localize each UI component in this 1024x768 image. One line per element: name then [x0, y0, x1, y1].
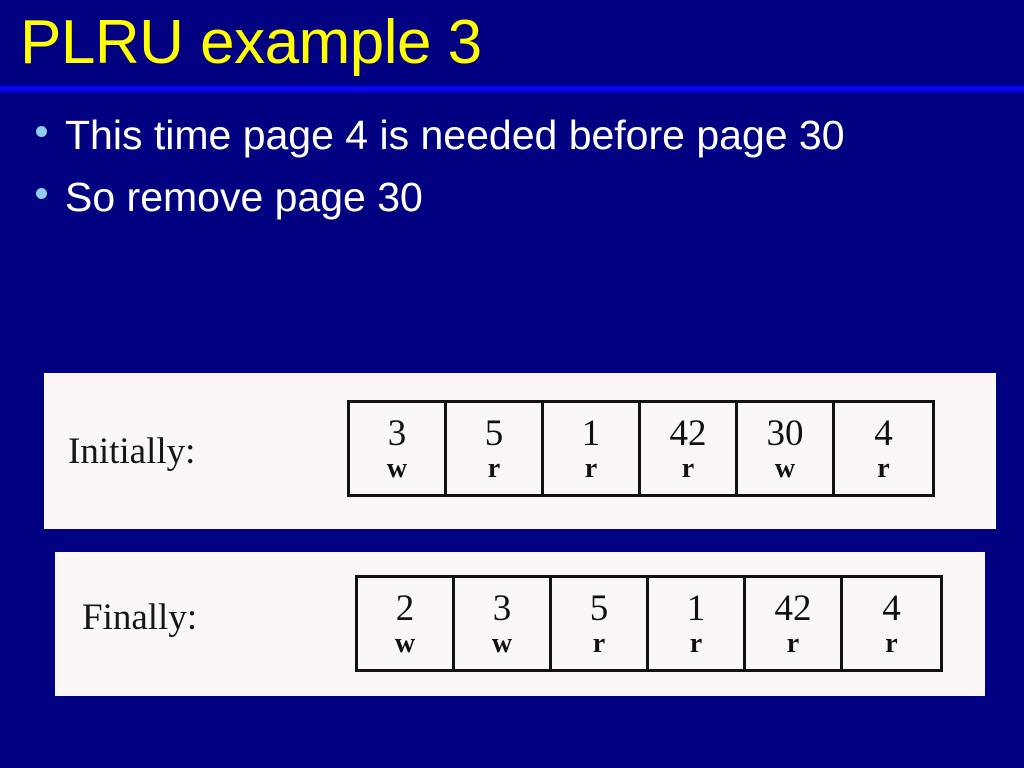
initially-label: Initially: — [68, 431, 196, 472]
cache-cell-page: 1 — [581, 413, 601, 454]
cache-cell: 4 r — [843, 578, 940, 669]
bullet-dot-icon — [36, 188, 47, 199]
cache-cell: 5 r — [552, 578, 649, 669]
cache-cell-flag: w — [491, 628, 513, 659]
finally-panel: Finally: 2 w 3 w 5 r 1 r 42 r — [55, 552, 985, 696]
cache-cell-flag: r — [487, 453, 501, 484]
cache-cell: 42 r — [641, 403, 738, 494]
cache-cell: 2 w — [358, 578, 455, 669]
cache-cell-flag: r — [592, 628, 606, 659]
cache-cell: 30 w — [738, 403, 835, 494]
cache-cell: 1 r — [544, 403, 641, 494]
bullet-item-label: This time page 4 is needed before page 3… — [65, 112, 845, 158]
cache-cell: 42 r — [746, 578, 843, 669]
list-item: So remove page 30 — [36, 166, 986, 228]
cache-cell: 4 r — [835, 403, 932, 494]
cache-cell-page: 4 — [874, 413, 893, 454]
cache-cell: 3 w — [455, 578, 552, 669]
cache-cell: 1 r — [649, 578, 746, 669]
cache-cell-page: 30 — [766, 413, 804, 454]
bullet-list: This time page 4 is needed before page 3… — [36, 104, 986, 228]
cache-cell-flag: r — [786, 628, 800, 659]
cache-cell-flag: r — [681, 453, 695, 484]
cache-cell-page: 42 — [774, 588, 812, 629]
finally-label: Finally: — [82, 597, 198, 638]
list-item: This time page 4 is needed before page 3… — [36, 104, 986, 166]
cache-cell-page: 5 — [484, 413, 504, 454]
cache-cell-flag: r — [584, 453, 598, 484]
cache-cell-page: 1 — [686, 588, 706, 629]
cache-cell-flag: r — [689, 628, 703, 659]
initially-cache-table: 3 w 5 r 1 r 42 r 30 w 4 r — [347, 400, 935, 497]
cache-cell-flag: w — [386, 453, 408, 484]
cache-cell-page: 3 — [387, 413, 407, 454]
cache-cell-flag: r — [877, 453, 890, 484]
finally-cache-table: 2 w 3 w 5 r 1 r 42 r 4 r — [355, 575, 943, 672]
cache-cell-flag: w — [774, 453, 796, 484]
cache-cell: 5 r — [447, 403, 544, 494]
title-divider — [0, 85, 1024, 93]
cache-cell-page: 4 — [882, 588, 901, 629]
cache-cell-page: 5 — [589, 588, 609, 629]
cache-cell-flag: r — [885, 628, 898, 659]
cache-cell-flag: w — [394, 628, 416, 659]
initially-panel: Initially: 3 w 5 r 1 r 42 r 30 w — [44, 373, 996, 529]
cache-cell-page: 3 — [492, 588, 512, 629]
bullet-item-label: So remove page 30 — [65, 174, 423, 220]
title-divider-inner — [0, 87, 1024, 91]
cache-cell: 3 w — [350, 403, 447, 494]
bullet-dot-icon — [36, 126, 47, 137]
cache-cell-page: 42 — [669, 413, 707, 454]
page-title: PLRU example 3 — [20, 8, 482, 77]
cache-cell-page: 2 — [395, 588, 415, 629]
